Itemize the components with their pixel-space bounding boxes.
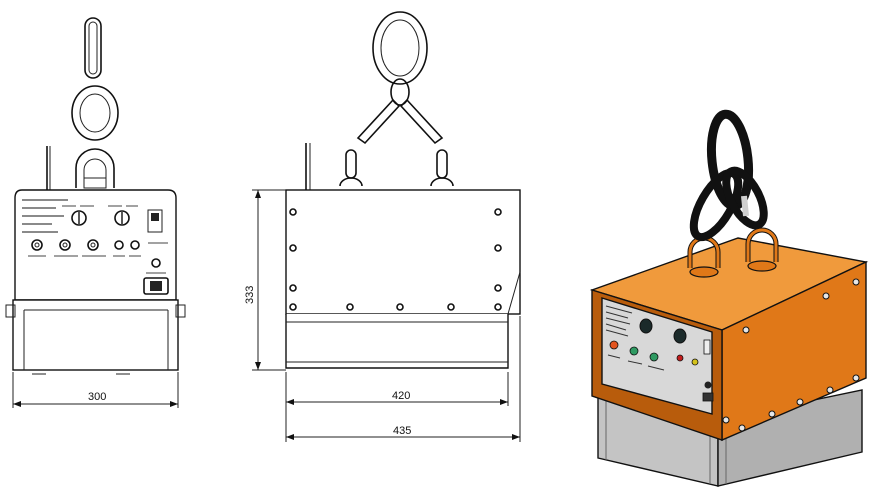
lifting-ring-icon <box>71 85 119 141</box>
sling-leg-icon <box>399 98 444 145</box>
iso-side-bolts <box>722 278 860 432</box>
isometric-render <box>589 109 869 487</box>
knob-icon <box>639 318 653 334</box>
iso-chain-icon <box>689 109 768 242</box>
indicator-row <box>28 239 168 274</box>
power-socket-icon <box>143 277 169 295</box>
shackle-link-icon <box>84 17 102 79</box>
eye-bolt-icon <box>75 148 115 188</box>
knob-icon <box>71 210 87 226</box>
side-bolts <box>289 208 502 311</box>
sling-leg-icon <box>356 98 401 145</box>
side-outer-width-label: 435 <box>393 425 411 437</box>
iso-panel-details <box>605 305 714 402</box>
knob-icon <box>673 328 687 344</box>
side-height-label: 333 <box>244 286 256 304</box>
toggle-switch-icon <box>147 209 163 233</box>
side-housing <box>285 189 521 315</box>
master-link-icon <box>372 11 428 85</box>
side-inner-width-label: 420 <box>392 390 410 402</box>
nameplate-text <box>22 199 68 233</box>
knob-icon <box>114 210 130 226</box>
front-width-label: 300 <box>88 391 106 403</box>
side-magnet-block <box>285 314 509 369</box>
side-view-drawing: 333 420 435 <box>244 11 521 442</box>
front-magnet-block <box>12 299 179 371</box>
front-view-drawing: 300 <box>5 17 186 408</box>
